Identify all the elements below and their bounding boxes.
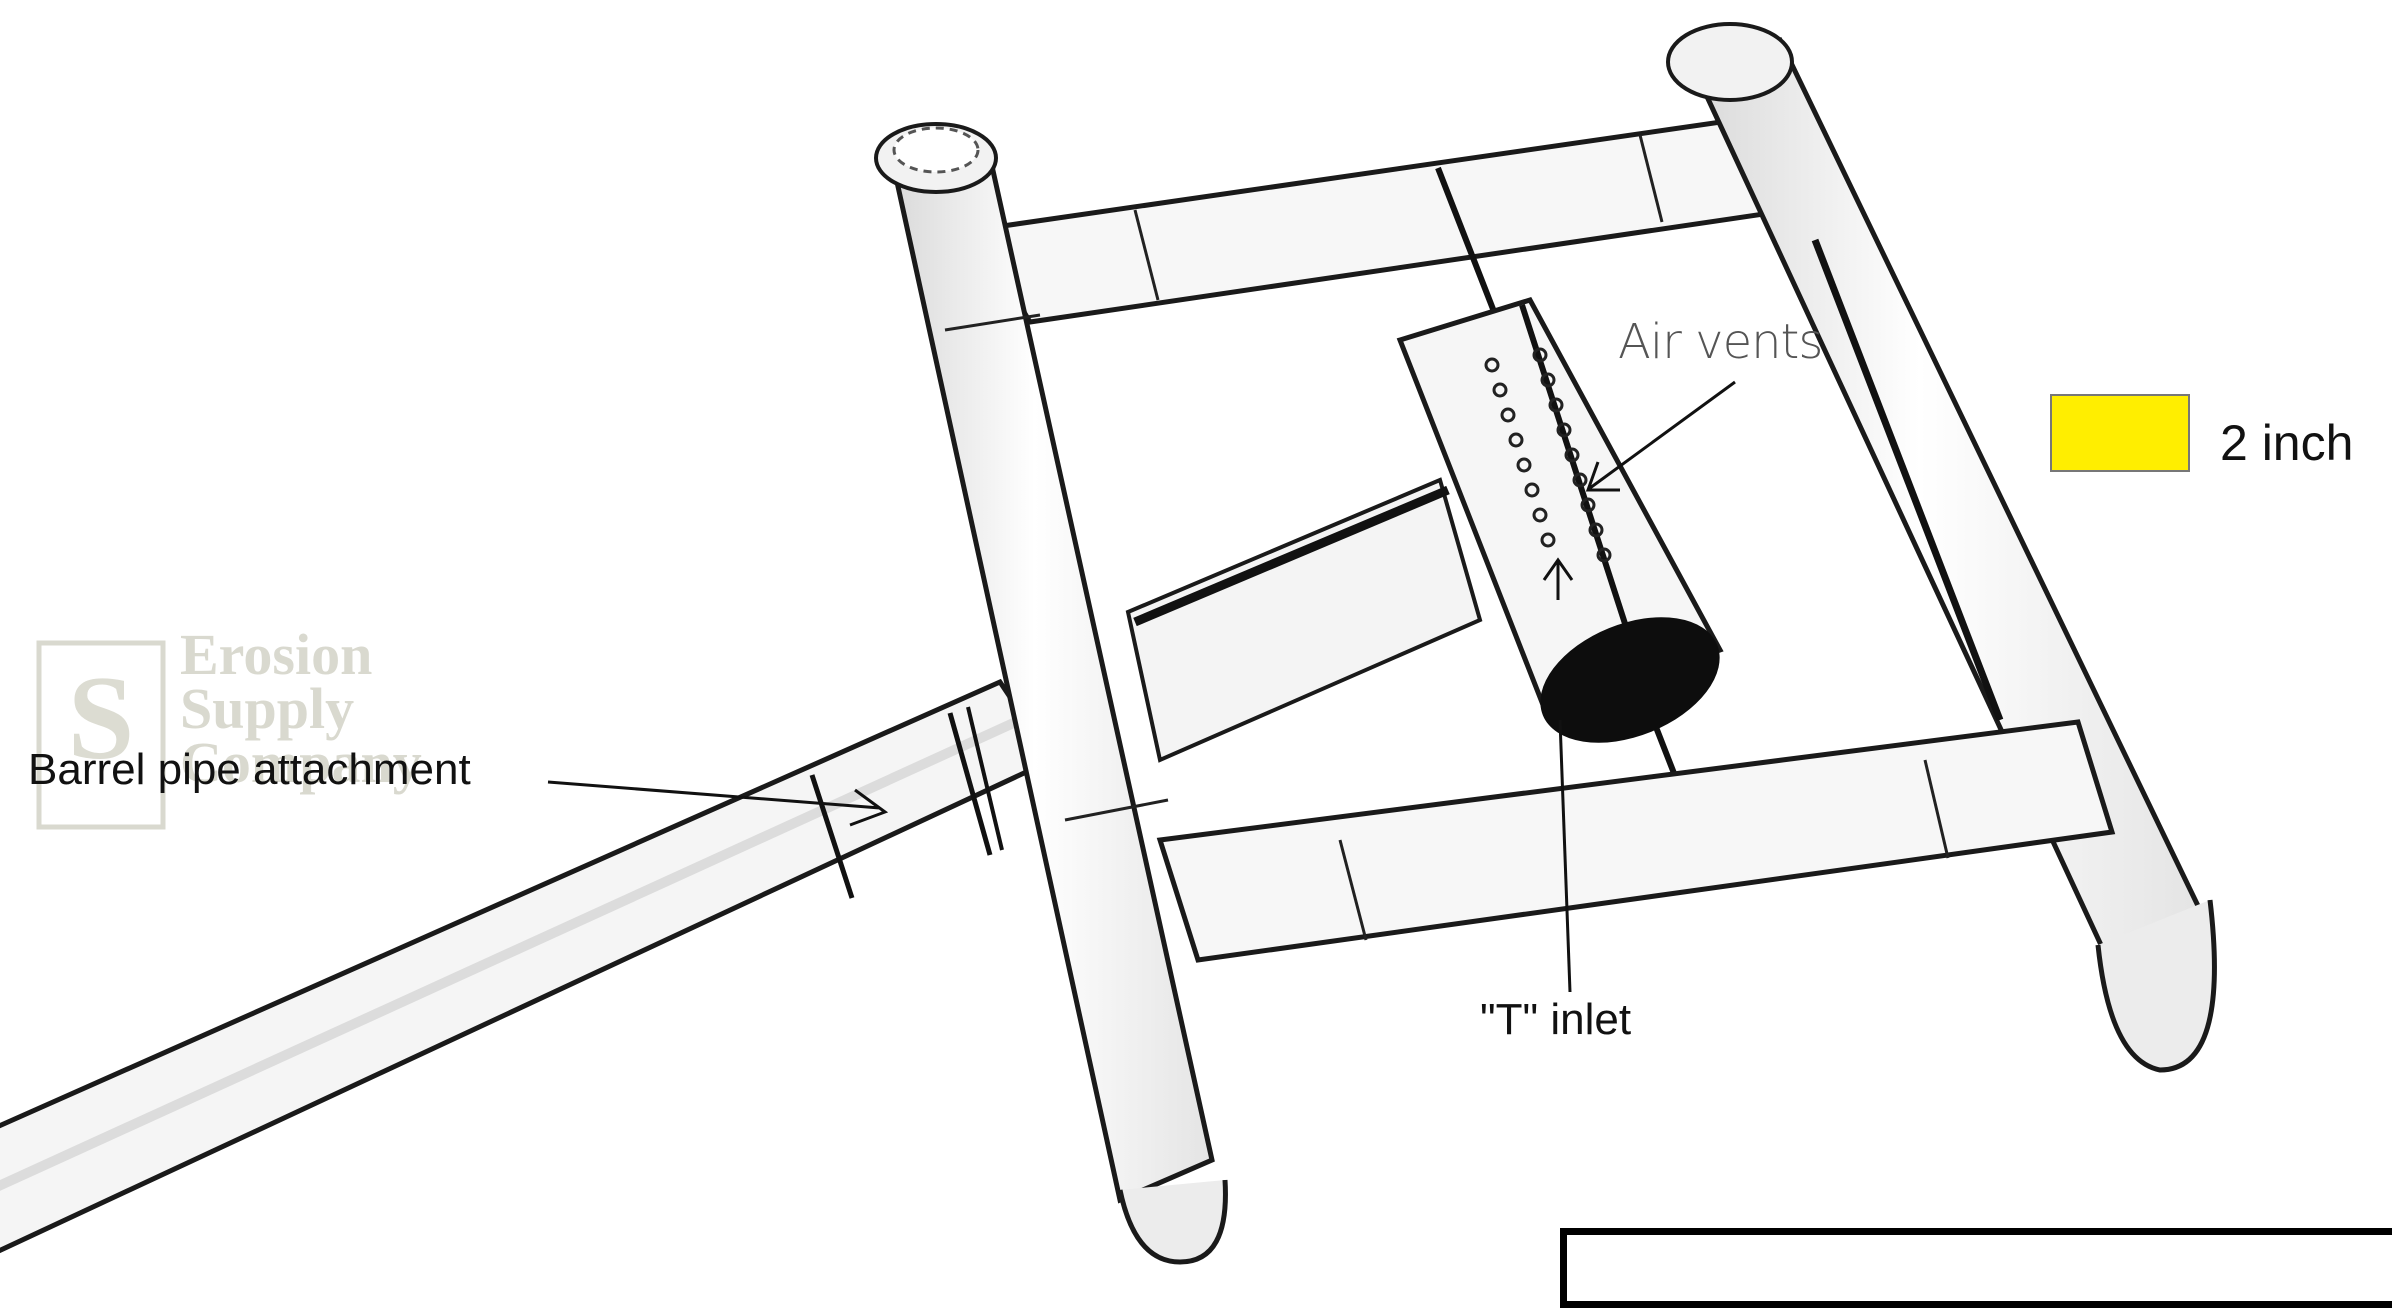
watermark-text: Erosion Supply Company bbox=[180, 622, 422, 795]
t-inlet-cylinder bbox=[1396, 297, 1724, 743]
bottom-cross-pipe bbox=[1156, 719, 2116, 963]
air-vents-leader-arrow bbox=[1585, 380, 1736, 492]
leader-arrows bbox=[547, 380, 1736, 993]
air-vents-label: Air vents bbox=[1618, 314, 1823, 370]
t-inlet-leader-arrow bbox=[1558, 719, 1572, 993]
barrel-joint-line bbox=[809, 774, 855, 899]
barrel-pipe-attachment-label: Barrel pipe attachment bbox=[28, 745, 471, 794]
legend-color-swatch bbox=[2050, 394, 2190, 472]
watermark-line-3: Company bbox=[180, 730, 422, 795]
connector-pipe bbox=[1125, 477, 1483, 763]
t-inlet-label: "T" inlet bbox=[1480, 995, 1632, 1044]
left-side-pipe bbox=[874, 122, 1228, 1265]
t-inlet-up-arrow bbox=[1542, 557, 1574, 600]
watermark-logo-icon: S bbox=[36, 640, 166, 830]
svg-text:S: S bbox=[68, 651, 135, 784]
watermark-line-1: Erosion bbox=[180, 622, 373, 687]
empty-text-box[interactable] bbox=[1560, 1228, 2392, 1308]
right-side-pipe bbox=[1666, 22, 2217, 1073]
pipe-frame-diagram bbox=[0, 22, 2217, 1265]
barrel-pipe bbox=[0, 678, 1056, 1254]
watermark-line-2: Supply bbox=[180, 676, 355, 741]
barrel-leader-arrow bbox=[547, 780, 889, 827]
legend-size-label: 2 inch bbox=[2220, 415, 2354, 471]
air-vent-holes bbox=[1484, 347, 1612, 563]
